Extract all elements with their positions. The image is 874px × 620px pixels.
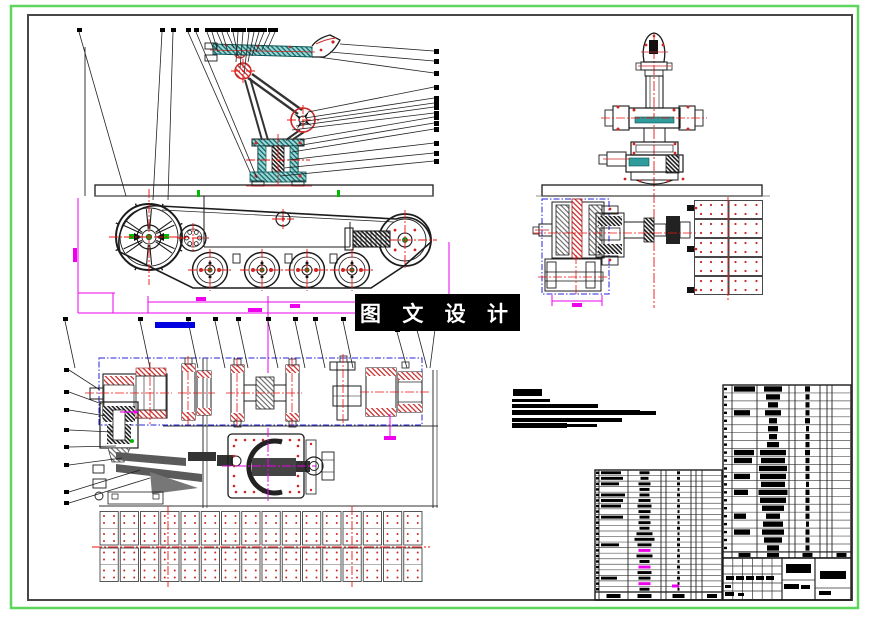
sprocket-wheel [109, 189, 189, 285]
watermark: 图 文 设 计 [355, 294, 520, 331]
front-track-pads [687, 197, 763, 300]
road-wheels [188, 249, 374, 291]
plan-view [63, 317, 438, 587]
watermark-text: 图 文 设 计 [360, 301, 515, 326]
front-view [532, 32, 770, 308]
blue-reference-bar [155, 322, 195, 328]
side-top-marks [77, 28, 278, 201]
robot-arm [204, 34, 341, 187]
parts-table-left [594, 469, 723, 601]
plan-gearbox [222, 428, 335, 503]
dimension-lines [73, 198, 450, 373]
technical-notes [512, 389, 656, 428]
plan-leader-marks [63, 317, 438, 505]
parts-table-right [722, 384, 852, 559]
sheet-frame [9, 4, 860, 610]
title-block [722, 557, 852, 601]
plan-arm [92, 401, 242, 505]
side-right-marks [279, 43, 439, 177]
side-view [73, 28, 450, 373]
plan-track-pads [92, 506, 430, 587]
